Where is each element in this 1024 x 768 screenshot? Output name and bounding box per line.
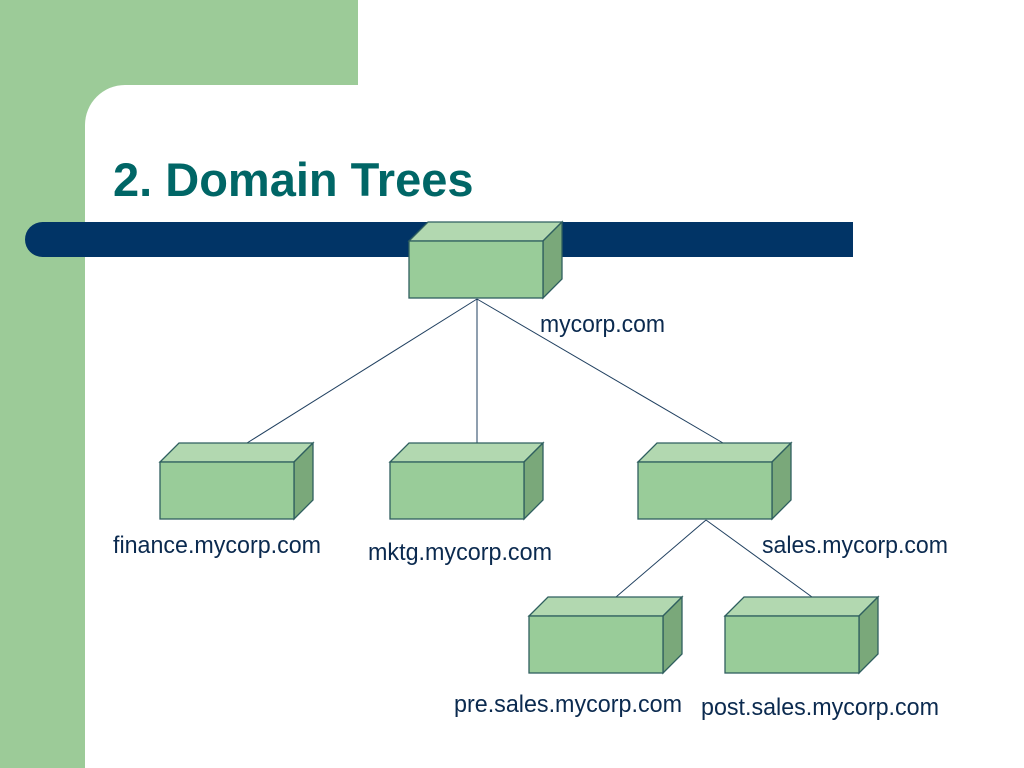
box-front-face: [528, 615, 664, 674]
edge-root-finance: [246, 298, 478, 444]
node-label-sales: sales.mycorp.com: [762, 532, 948, 559]
box-top-face: [723, 596, 880, 617]
box-top-face: [158, 442, 315, 463]
box-front-face: [724, 615, 860, 674]
domain-box-pre: [527, 595, 684, 675]
box-front-face: [637, 461, 773, 520]
background-accent-left: [0, 0, 85, 768]
domain-box-finance: [158, 441, 315, 521]
node-label-root: mycorp.com: [540, 311, 665, 338]
domain-box-sales: [636, 441, 793, 521]
node-label-mktg: mktg.mycorp.com: [368, 539, 552, 566]
box-top-face: [636, 442, 793, 463]
box-top-face: [407, 221, 564, 242]
box-front-face: [159, 461, 295, 520]
box-front-face: [408, 240, 544, 299]
box-front-face: [389, 461, 525, 520]
domain-box-root: [407, 220, 564, 300]
edge-root-sales: [476, 298, 724, 444]
box-top-face: [388, 442, 545, 463]
domain-box-mktg: [388, 441, 545, 521]
node-label-post-sales: post.sales.mycorp.com: [701, 694, 939, 721]
node-label-finance: finance.mycorp.com: [113, 532, 321, 559]
content-panel-corner: [85, 85, 165, 165]
box-top-face: [527, 596, 684, 617]
slide-title: 2. Domain Trees: [113, 153, 474, 206]
node-label-pre-sales: pre.sales.mycorp.com: [454, 691, 682, 718]
domain-box-post: [723, 595, 880, 675]
edge-sales-pre: [615, 519, 707, 598]
edge-sales-post: [705, 519, 813, 598]
